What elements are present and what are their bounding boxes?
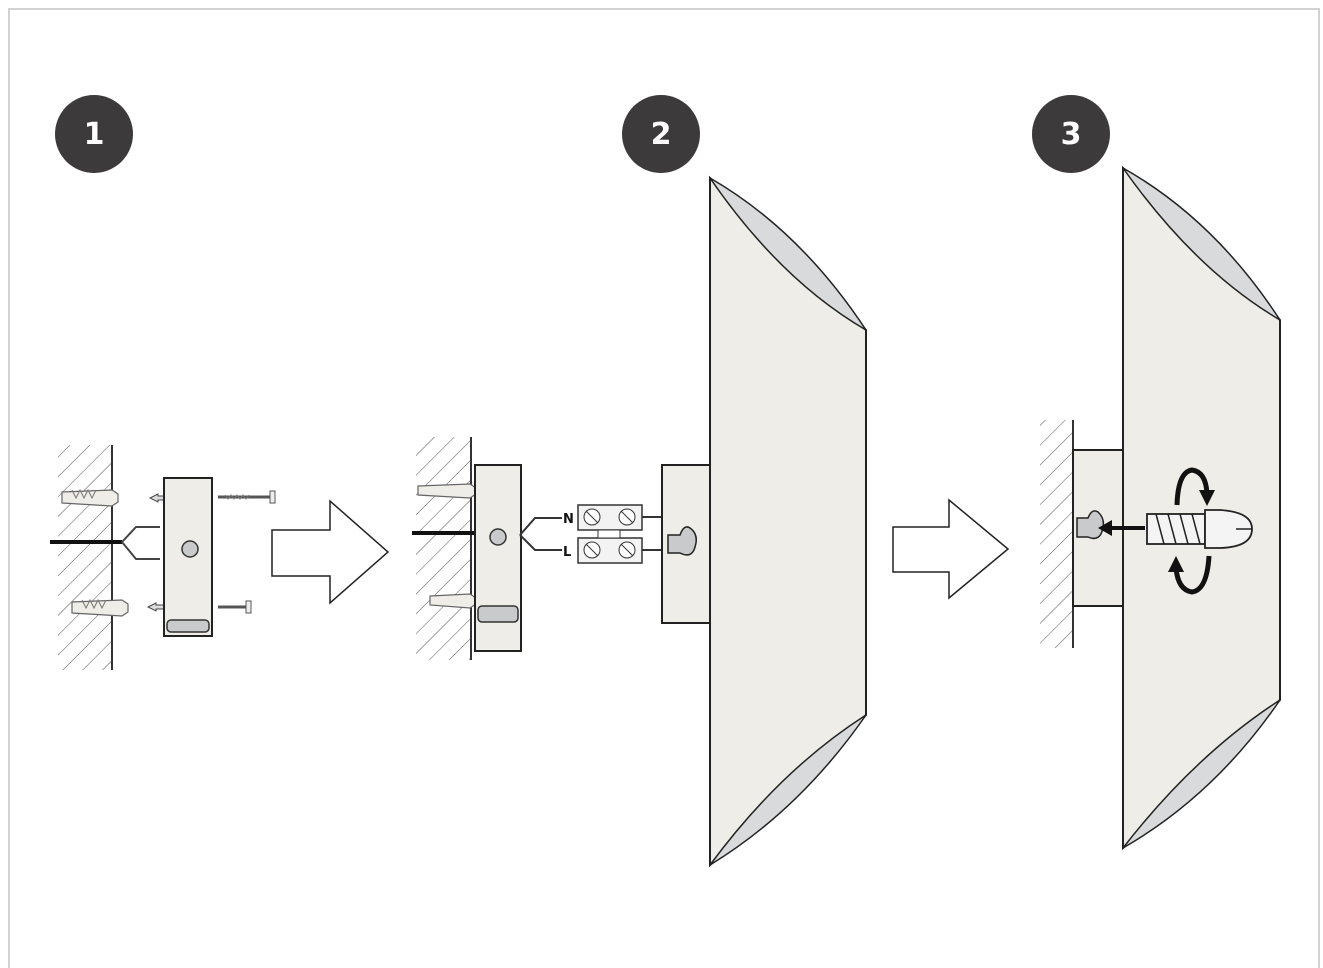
mounting-bracket-2 [474,464,522,652]
step-1-number: 1 [83,116,105,152]
next-step-arrow-icon [271,499,390,605]
step-1-illustration [50,445,276,670]
wall-plug-icon [417,483,477,499]
step-2-number: 2 [650,116,672,152]
screw-icon [218,600,252,614]
step-1-badge: 1 [55,95,133,173]
step-3-number: 3 [1060,116,1082,152]
wall-plug-icon [71,598,129,617]
wall-2 [416,437,472,660]
step-2-badge: 2 [622,95,700,173]
fixing-screw-icon [1146,509,1253,549]
insert-arrow-icon [148,493,167,503]
rotate-icon [1168,467,1215,595]
keyhole-slot-icon [1076,510,1105,540]
next-step-arrow-icon [892,498,1010,600]
terminal-label-n: N [563,512,574,527]
power-cable-1 [50,526,160,560]
terminal-block-icon [577,504,668,564]
mounting-bracket-1 [163,477,213,637]
step-3-badge: 3 [1032,95,1110,173]
keyhole-slot-icon [667,526,697,556]
step-3-illustration [1040,165,1281,851]
terminal-label-l: L [563,545,571,560]
wall-1 [58,445,113,670]
step-2-illustration: N L [412,175,867,868]
wall-lamp-shade-2 [709,175,867,868]
wall-lamp-shade-3 [1122,165,1281,851]
wall-plug-icon [61,488,119,507]
screw-icon [218,490,276,504]
wall-3 [1040,420,1074,648]
wall-plug-icon [429,593,477,609]
insert-arrow-icon [146,602,165,612]
